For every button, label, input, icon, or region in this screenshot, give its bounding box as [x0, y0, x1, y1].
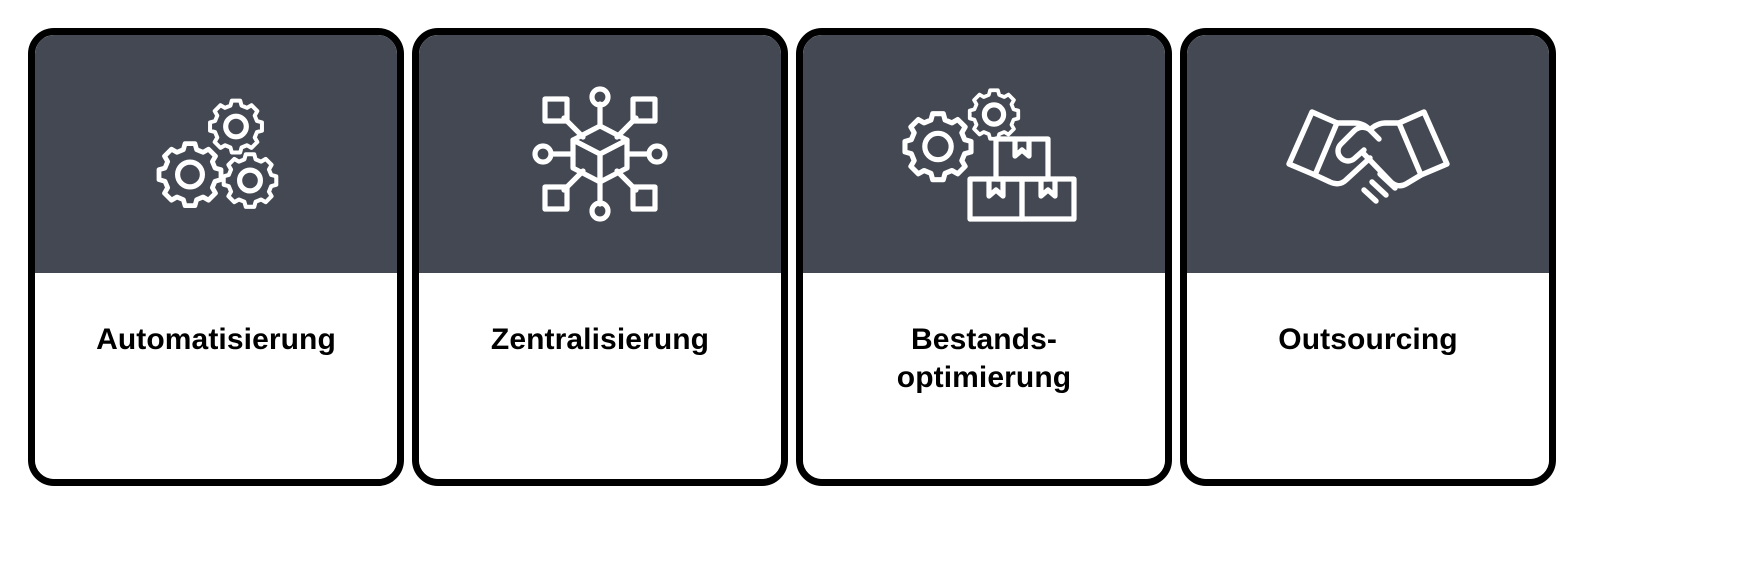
network-cube-icon	[532, 86, 668, 222]
card-title: Zentralisierung	[490, 323, 710, 356]
card-header-outsourcing	[1187, 35, 1549, 273]
card-zentralisierung[interactable]: Zentralisierung	[412, 28, 788, 486]
handshake-icon	[1286, 109, 1450, 204]
card-body-automatisierung: Automatisierung	[35, 273, 397, 479]
card-automatisierung[interactable]: Automatisierung	[28, 28, 404, 486]
gears-boxes-icon	[902, 88, 1077, 222]
card-body-outsourcing: Outsourcing	[1187, 273, 1549, 479]
card-title: Automatisierung	[96, 323, 336, 356]
card-title: Bestands- optimierung	[896, 323, 1072, 395]
card-body-zentralisierung: Zentralisierung	[419, 273, 781, 479]
card-bestandsoptimierung[interactable]: Bestands- optimierung	[796, 28, 1172, 486]
card-body-bestandsoptimierung: Bestands- optimierung	[803, 273, 1165, 479]
card-title: Outsourcing	[1278, 323, 1458, 356]
card-outsourcing[interactable]: Outsourcing	[1180, 28, 1556, 486]
three-gears-icon	[156, 98, 279, 209]
card-header-automatisierung	[35, 35, 397, 273]
card-header-bestandsoptimierung	[803, 35, 1165, 273]
card-header-zentralisierung	[419, 35, 781, 273]
